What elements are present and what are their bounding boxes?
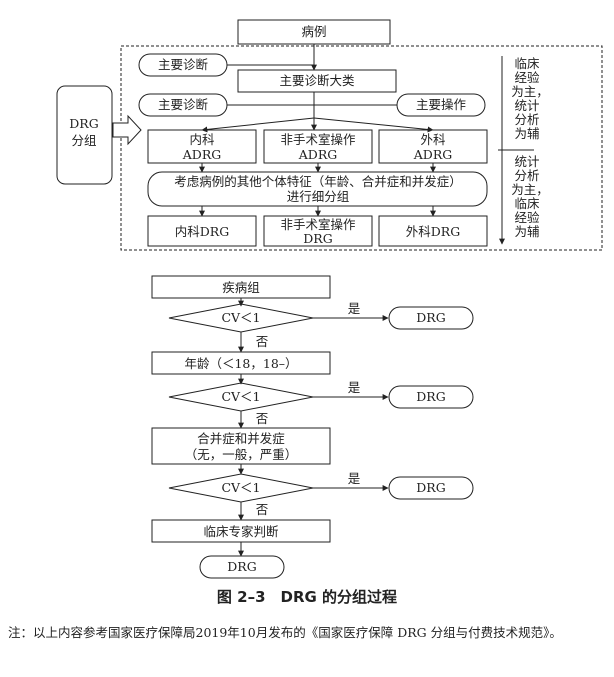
drg-text-3: DRG <box>416 480 445 495</box>
side-top-6: 为辅 <box>514 126 539 141</box>
side-bottom-4: 临床 <box>514 196 540 211</box>
main-diagnosis-text-2: 主要诊断 <box>158 97 208 112</box>
drg-nonsurgical-text-2: DRG <box>303 231 332 246</box>
no-text-3: 否 <box>256 502 269 517</box>
adrg-surgical-text-2: ADRG <box>413 147 452 162</box>
drg-text-final: DRG <box>227 559 256 574</box>
side-top-5: 分析 <box>514 112 539 127</box>
main-operation-text: 主要操作 <box>416 97 467 112</box>
mdc-box <box>237 69 397 93</box>
yes-text-2: 是 <box>348 380 361 395</box>
side-bottom-6: 为辅 <box>514 224 539 239</box>
side-top-3: 为主， <box>511 84 549 99</box>
adrg-medical-text-1: 内科 <box>189 132 215 147</box>
hollow-arrow <box>112 114 142 146</box>
clinical-judgment-text: 临床专家判断 <box>203 524 278 539</box>
main-diagnosis-text-1: 主要诊断 <box>158 57 208 72</box>
subdivide-text-1: 考虑病例的其他个体特征（年龄、合并症和并发症） <box>174 174 462 189</box>
cv-text-3: CV＜1 <box>221 480 260 495</box>
drg-group-text-2: 分组 <box>71 133 96 148</box>
drg-box-2 <box>388 385 474 409</box>
adrg-nonsurgical-text-1: 非手术室操作 <box>280 132 356 147</box>
mdc-text: 主要诊断大类 <box>279 73 355 88</box>
drg-box-1 <box>388 306 474 330</box>
dashed-region <box>120 45 603 251</box>
cv-text-1: CV＜1 <box>221 310 260 325</box>
drg-medical-text: 内科DRG <box>175 224 229 239</box>
drg-group-text-1: DRG <box>69 116 98 131</box>
drg-diagram: 病例 主要诊断 主要诊断大类 主要诊断 主要操作 DRG 分组 内科 ADRG … <box>56 19 603 579</box>
no-text-2: 否 <box>256 411 269 426</box>
drg-box-3 <box>388 476 474 500</box>
comorbidity-text-2: （无，一般，严重） <box>185 447 298 462</box>
side-bottom-3: 为主， <box>511 182 549 197</box>
side-bottom-5: 经验 <box>514 210 540 225</box>
adrg-surgical-text-1: 外科 <box>420 132 446 147</box>
side-top-2: 经验 <box>514 70 540 85</box>
side-top-4: 统计 <box>514 98 539 113</box>
no-text-1: 否 <box>256 334 269 349</box>
drg-surgical-text: 外科DRG <box>406 224 460 239</box>
drg-group-box <box>56 85 113 185</box>
drg-text-2: DRG <box>416 389 445 404</box>
drg-box-final <box>199 555 285 579</box>
drg-nonsurgical-text-1: 非手术室操作 <box>280 217 356 232</box>
age-text: 年龄（＜18，18–） <box>184 356 297 371</box>
side-top-1: 临床 <box>514 56 540 71</box>
side-bottom-1: 统计 <box>514 154 539 169</box>
adrg-medical-text-2: ADRG <box>182 147 221 162</box>
side-bottom-2: 分析 <box>514 168 539 183</box>
case-text: 病例 <box>301 24 326 39</box>
yes-text-3: 是 <box>348 471 361 486</box>
comorbidity-text-1: 合并症和并发症 <box>197 431 285 446</box>
disease-group-text: 疾病组 <box>222 280 260 295</box>
figure-caption: 图 2–3 DRG 的分组过程 <box>216 588 398 606</box>
cv-text-2: CV＜1 <box>221 389 260 404</box>
adrg-nonsurgical-text-2: ADRG <box>298 147 337 162</box>
drg-text-1: DRG <box>416 310 445 325</box>
subdivide-text-2: 进行细分组 <box>287 189 350 204</box>
footnote: 注：以上内容参考国家医疗保障局2019年10月发布的《国家医疗保障 DRG 分组… <box>8 625 562 640</box>
yes-text-1: 是 <box>348 301 361 316</box>
